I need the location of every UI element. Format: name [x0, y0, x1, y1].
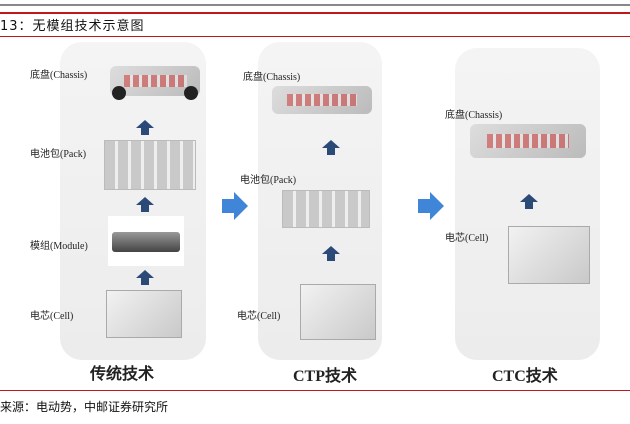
up-arrow-stem [141, 278, 149, 285]
figure-title: 13：无模组技术示意图 [0, 19, 145, 34]
source-rule [0, 390, 630, 391]
up-arrow-stem [327, 254, 335, 261]
right-arrow-stem [418, 199, 430, 213]
cell-image [508, 226, 590, 284]
label-chassis: 底盘(Chassis) [445, 110, 503, 121]
up-arrow-icon [136, 120, 154, 128]
module-frame [108, 216, 184, 266]
label-chassis: 底盘(Chassis) [243, 72, 301, 83]
cell-image [106, 290, 182, 338]
right-arrow-icon [430, 192, 444, 220]
label-module: 模组(Module) [30, 241, 88, 252]
wheel [184, 86, 198, 100]
tech-label-traditional: 传统技术 [90, 366, 155, 383]
label-cell: 电芯(Cell) [237, 311, 281, 322]
up-arrow-stem [141, 205, 149, 212]
up-arrow-stem [525, 202, 533, 209]
cell-image [300, 284, 376, 340]
up-arrow-icon [136, 270, 154, 278]
chassis-image [272, 86, 372, 114]
up-arrow-icon [322, 246, 340, 254]
pack-image [104, 140, 196, 190]
tech-label-ctc: CTC技术 [492, 368, 558, 385]
right-arrow-icon [234, 192, 248, 220]
chassis-image [470, 124, 586, 158]
up-arrow-icon [136, 197, 154, 205]
pack-image [282, 190, 370, 228]
wheel [112, 86, 126, 100]
module-image [112, 232, 180, 252]
label-cell: 电芯(Cell) [30, 311, 74, 322]
tech-label-ctp: CTP技术 [293, 368, 358, 385]
title-rule-bottom [0, 36, 630, 37]
label-chassis: 底盘(Chassis) [30, 70, 88, 81]
title-rule [0, 12, 630, 14]
up-arrow-icon [520, 194, 538, 202]
label-pack: 电池包(Pack) [30, 149, 87, 160]
top-rule [0, 4, 630, 6]
right-arrow-stem [222, 199, 234, 213]
up-arrow-icon [322, 140, 340, 148]
label-cell: 电芯(Cell) [445, 233, 489, 244]
label-pack: 电池包(Pack) [240, 175, 297, 186]
up-arrow-stem [141, 128, 149, 135]
up-arrow-stem [327, 148, 335, 155]
source-note: 来源：电动势，中邮证券研究所 [0, 400, 169, 414]
